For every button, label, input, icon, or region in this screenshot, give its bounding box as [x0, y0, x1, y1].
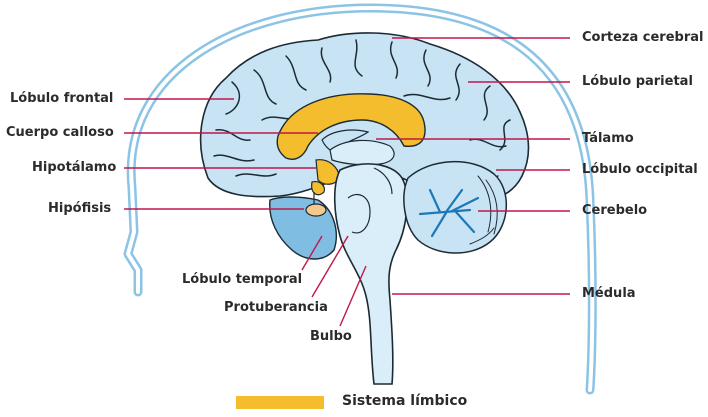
thalamus: [330, 140, 394, 164]
label-protuberancia: Protuberancia: [224, 300, 328, 316]
label-medula: Médula: [582, 286, 636, 302]
label-cerebelo: Cerebelo: [582, 203, 647, 219]
temporal-lobe: [270, 197, 337, 259]
label-lobulo-temporal: Lóbulo temporal: [182, 272, 302, 288]
label-bulbo: Bulbo: [310, 329, 352, 345]
label-cuerpo-calloso: Cuerpo calloso: [6, 125, 114, 141]
label-talamo: Tálamo: [582, 131, 634, 147]
label-hipofisis: Hipófisis: [48, 201, 111, 217]
label-hipotalamo: Hipotálamo: [32, 160, 116, 176]
label-lobulo-parietal: Lóbulo parietal: [582, 74, 693, 90]
cerebellum: [404, 162, 506, 253]
label-lobulo-occipital: Lóbulo occipital: [582, 162, 698, 178]
legend-label: Sistema límbico: [342, 393, 467, 409]
pituitary: [306, 204, 326, 216]
brainstem: [335, 164, 407, 384]
legend-swatch-limbic: [236, 396, 324, 409]
label-corteza-cerebral: Corteza cerebral: [582, 30, 703, 46]
label-lobulo-frontal: Lóbulo frontal: [10, 91, 113, 107]
